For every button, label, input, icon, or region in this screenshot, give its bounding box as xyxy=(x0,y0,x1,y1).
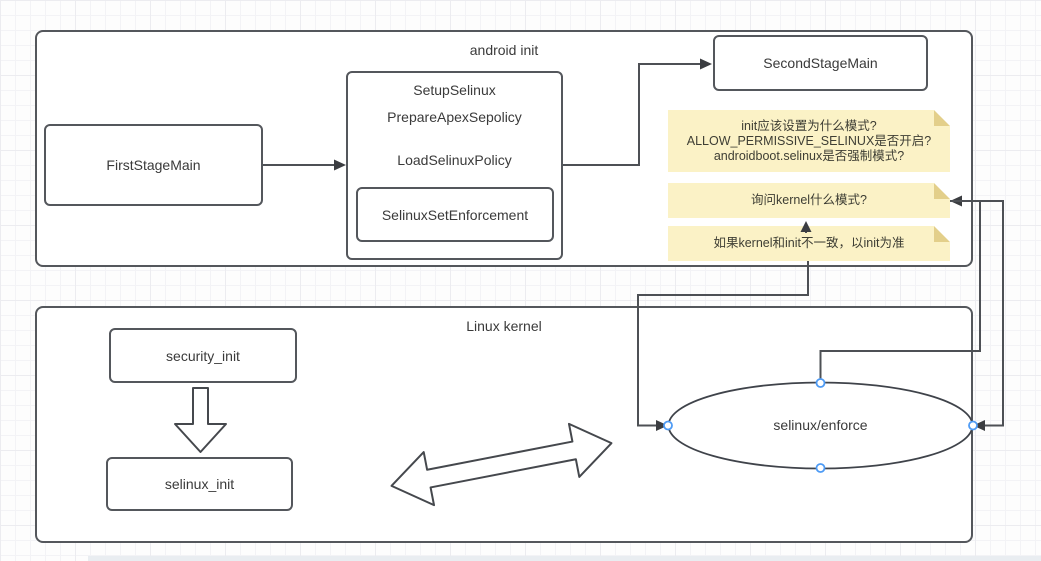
horizontal-scrollbar[interactable] xyxy=(88,556,1041,561)
connector-asknote-to-enforce-right[interactable] xyxy=(950,200,1004,427)
node-selinux-init-label: selinux_init xyxy=(164,476,235,492)
node-security-init-label: security_init xyxy=(166,347,240,364)
arrowhead-up-into-asknote xyxy=(800,221,812,232)
node-selinux-enforce-label: selinux/enforce xyxy=(773,417,868,433)
node-setup-selinux-line-2: PrepareApexSepolicy xyxy=(387,109,522,125)
node-setup-selinux-line-1: SetupSelinux xyxy=(413,82,496,98)
note-init-mode-line-1: init应该设置为什么模式? xyxy=(741,118,877,133)
node-setup-selinux[interactable]: SetupSelinux PrepareApexSepolicy LoadSel… xyxy=(346,71,563,260)
connection-handle-top[interactable] xyxy=(815,378,826,388)
arrowhead-into-enforce-right xyxy=(973,420,985,431)
connection-handle-right[interactable] xyxy=(968,420,978,431)
block-arrow-securityinit-to-selinuxinit[interactable] xyxy=(174,387,227,453)
note-init-mode-line-2: ALLOW_PERMISSIVE_SELINUX是否开启? xyxy=(686,133,932,148)
arrowhead-into-secondstage xyxy=(700,58,712,70)
node-setup-selinux-line-3: LoadSelinuxPolicy xyxy=(397,152,512,168)
node-first-stage-main[interactable]: FirstStageMain xyxy=(44,124,263,206)
arrowhead-into-enforce-left xyxy=(656,420,668,431)
group-android-init-label: android init xyxy=(469,42,539,58)
node-security-init[interactable]: security_init xyxy=(109,328,297,383)
node-second-stage-main-label: SecondStageMain xyxy=(763,55,878,71)
connector-conflictnote-to-enforce-left[interactable] xyxy=(637,261,809,427)
note-ask-kernel[interactable]: 询问kernel什么模式? xyxy=(668,183,950,218)
group-linux-kernel-label: Linux kernel xyxy=(466,318,542,334)
double-block-arrow[interactable] xyxy=(386,417,616,513)
note-ask-kernel-text: 询问kernel什么模式? xyxy=(751,193,867,207)
note-conflict-rule-text: 如果kernel和init不一致，以init为准 xyxy=(713,236,905,250)
node-first-stage-main-label: FirstStageMain xyxy=(106,157,201,173)
connector-setupselinux-to-secondstage[interactable] xyxy=(563,63,704,166)
node-second-stage-main[interactable]: SecondStageMain xyxy=(713,35,928,91)
node-selinux-set-enforcement[interactable]: SelinuxSetEnforcement xyxy=(356,187,554,242)
node-selinux-set-enforcement-label: SelinuxSetEnforcement xyxy=(381,206,529,223)
arrowhead-into-setupselinux xyxy=(334,159,346,171)
note-init-mode-line-3: androidboot.selinux是否强制模式? xyxy=(713,148,905,163)
connection-handle-left[interactable] xyxy=(663,420,673,431)
node-selinux-init[interactable]: selinux_init xyxy=(106,457,293,511)
note-init-mode-question[interactable]: init应该设置为什么模式? ALLOW_PERMISSIVE_SELINUX是… xyxy=(668,110,950,172)
connection-handle-bottom[interactable] xyxy=(815,463,826,473)
